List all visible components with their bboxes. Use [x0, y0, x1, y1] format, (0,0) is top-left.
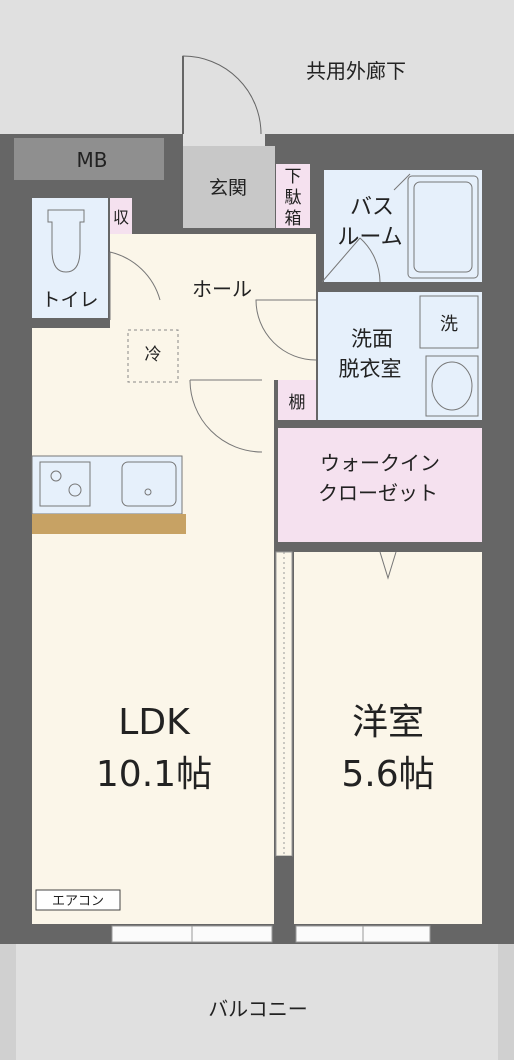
aircon-label: エアコン	[52, 894, 104, 909]
wash-door-icon	[255, 299, 317, 361]
western-name: 洋室	[352, 702, 424, 743]
bathtub-inner	[413, 181, 473, 273]
shoe-box-label-bot: 箱	[285, 209, 302, 229]
washer-space	[419, 295, 479, 349]
entrance-label: 玄関	[209, 177, 247, 199]
balcony-right-rail	[498, 944, 514, 1060]
ldk-name: LDK	[118, 702, 191, 743]
burner-icon	[68, 483, 82, 497]
storage-label: 収	[113, 208, 129, 227]
mb-area	[14, 138, 164, 180]
wic-label-1: ウォークイン	[320, 451, 440, 475]
entrance-door-icon	[182, 55, 262, 135]
counter-edge	[32, 514, 186, 534]
shower-icon	[393, 173, 411, 191]
balcony-left-rail	[0, 944, 16, 1060]
balcony-label: バルコニー	[208, 997, 308, 1021]
aircon-box	[35, 889, 121, 911]
drain-icon	[144, 488, 152, 496]
shelf-area	[278, 380, 316, 420]
stove-icon	[39, 461, 91, 507]
toilet-door-icon	[109, 251, 161, 320]
entrance-floor	[183, 146, 275, 228]
bathtub-icon	[407, 175, 479, 279]
shoe-box-label-top: 下	[285, 167, 302, 187]
balcony-area	[16, 944, 498, 1060]
shoe-box-label-mid: 駄	[285, 188, 302, 208]
bath-label-1: バス	[350, 195, 394, 220]
corridor-label: 共用外廊下	[306, 59, 406, 83]
ldk-size: 10.1帖	[96, 754, 212, 795]
bath-door-icon	[321, 237, 381, 283]
shelf-label: 棚	[289, 393, 306, 413]
western-floor	[294, 552, 482, 924]
shoe-box	[276, 164, 310, 228]
wash-room-label-2: 脱衣室	[339, 357, 402, 381]
hall-label: ホール	[192, 277, 252, 301]
entrance-door-gap	[183, 134, 265, 146]
hall-ldk-joint	[190, 376, 274, 390]
washer-label: 洗	[440, 314, 458, 335]
fridge-label: 冷	[145, 345, 162, 365]
ldk-door-icon	[189, 379, 263, 453]
mb-label: MB	[77, 148, 108, 172]
toilet-label: トイレ	[41, 289, 98, 311]
toilet-icon	[47, 209, 85, 273]
basin-icon	[431, 361, 473, 411]
partition-wall-stub	[276, 856, 292, 926]
ldk-floor	[32, 328, 274, 924]
western-size: 5.6帖	[341, 754, 434, 795]
wic-floor	[278, 428, 482, 542]
basin-counter	[425, 355, 479, 417]
burner-icon	[50, 470, 62, 482]
sink-icon	[121, 461, 177, 507]
fridge-space	[127, 329, 179, 383]
western-door-icon	[379, 551, 397, 580]
wash-room-label-1: 洗面	[351, 327, 393, 351]
wic-label-2: クローゼット	[318, 481, 438, 505]
toilet-storage	[110, 198, 132, 234]
bath-label-2: ルーム	[337, 225, 402, 250]
corridor-area	[0, 0, 514, 134]
